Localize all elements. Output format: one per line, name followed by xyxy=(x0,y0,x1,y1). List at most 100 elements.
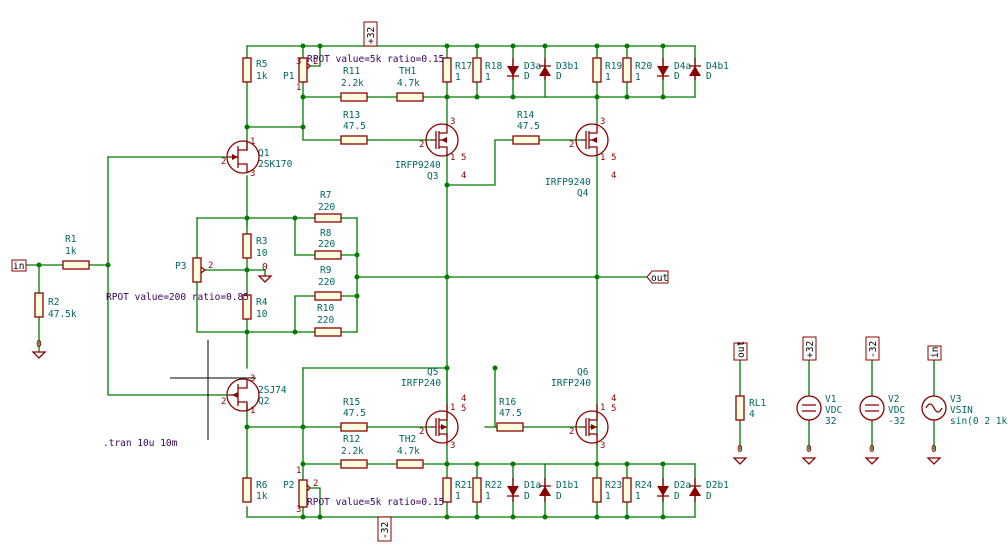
svg-text:R23: R23 xyxy=(605,480,622,491)
sim-directive[interactable]: .tran 10u 10m xyxy=(103,438,178,449)
diode-D4a[interactable]: D4a D xyxy=(657,58,691,82)
resistor-R21[interactable]: R21 1 xyxy=(442,477,472,503)
mosfet-Q6[interactable]: 2 1 3 4 5 Q6 IRFP240 xyxy=(551,367,616,451)
svg-text:R3: R3 xyxy=(256,236,267,247)
svg-text:5: 5 xyxy=(611,404,616,414)
resistor-R16[interactable]: R16 47.5 xyxy=(496,397,524,432)
svg-text:R13: R13 xyxy=(343,110,360,121)
net-label-pos-rail-v1[interactable]: +32 xyxy=(802,336,817,361)
svg-text:V1: V1 xyxy=(825,394,837,405)
svg-text:D: D xyxy=(706,71,712,82)
mosfet-Q5[interactable]: 2 1 3 4 5 Q5 IRFP240 xyxy=(401,367,466,451)
potentiometer-P1[interactable]: P1 3 2 1 RPOT value=5k ratio=0.15 xyxy=(283,54,444,93)
thermistor-TH2[interactable]: TH2 4.7k xyxy=(396,434,424,469)
net-label-neg-rail-bottom[interactable]: -32 xyxy=(377,516,392,542)
svg-text:4: 4 xyxy=(611,394,616,404)
svg-text:0: 0 xyxy=(806,444,812,455)
resistor-R10[interactable]: R10 220 xyxy=(314,303,342,337)
svg-text:out: out xyxy=(651,273,668,284)
net-label-pos-rail-top[interactable]: +32 xyxy=(363,21,378,47)
mosfet-Q3[interactable]: 2 3 1 5 4 IRFP9240 Q3 xyxy=(395,117,466,182)
resistor-R19[interactable]: R19 1 xyxy=(592,57,622,83)
resistor-R5[interactable]: R5 1k xyxy=(242,57,268,83)
svg-text:0: 0 xyxy=(737,444,743,455)
net-label-neg-rail-v2[interactable]: -32 xyxy=(865,336,880,361)
svg-text:1k: 1k xyxy=(256,491,268,502)
resistor-R20[interactable]: R20 1 xyxy=(622,57,652,83)
resistor-R2[interactable]: R2 47.5k xyxy=(34,292,77,320)
svg-text:IRFP9240: IRFP9240 xyxy=(545,177,591,188)
svg-text:0: 0 xyxy=(931,444,937,455)
diode-D2b1[interactable]: D2b1 D xyxy=(689,478,729,502)
svg-text:3: 3 xyxy=(250,374,255,384)
svg-text:1k: 1k xyxy=(256,71,268,82)
resistor-R18[interactable]: R18 1 xyxy=(472,57,502,83)
ground-symbol-v2: 0 xyxy=(864,444,880,465)
svg-text:R7: R7 xyxy=(320,190,331,201)
diode-D1a[interactable]: D1a D xyxy=(507,478,541,502)
resistor-R3[interactable]: R3 10 xyxy=(242,233,268,259)
diode-D3b1[interactable]: D3b1 D xyxy=(539,58,579,82)
svg-text:47.5: 47.5 xyxy=(499,408,522,419)
resistor-RL1[interactable]: RL1 4 xyxy=(735,395,766,421)
jfet-Q2[interactable]: 2 3 1 2SJ74 Q2 xyxy=(170,340,287,440)
svg-text:in: in xyxy=(13,261,24,272)
svg-text:RPOT value=200 ratio=0.85: RPOT value=200 ratio=0.85 xyxy=(106,292,249,303)
svg-text:1: 1 xyxy=(455,491,461,502)
diode-D2a[interactable]: D2a D xyxy=(657,478,691,502)
svg-text:1: 1 xyxy=(635,72,641,83)
mosfet-Q4[interactable]: 2 3 1 5 4 IRFP9240 Q4 xyxy=(545,117,616,199)
svg-text:3: 3 xyxy=(250,169,255,179)
resistor-R24[interactable]: R24 1 xyxy=(622,477,652,503)
svg-text:1: 1 xyxy=(600,153,605,163)
resistor-R14[interactable]: R14 47.5 xyxy=(512,110,540,145)
diode-D1b1[interactable]: D1b1 D xyxy=(539,478,579,502)
resistor-R6[interactable]: R6 1k xyxy=(242,477,268,503)
potentiometer-P2[interactable]: P2 1 2 3 RPOT value=5k ratio=0.15 xyxy=(283,466,444,515)
resistor-R8[interactable]: R8 220 xyxy=(314,228,342,260)
svg-text:3: 3 xyxy=(600,441,605,451)
svg-text:3: 3 xyxy=(450,117,455,127)
svg-text:1: 1 xyxy=(605,491,611,502)
ground-symbol-input: 0 xyxy=(31,339,47,359)
svg-text:Q5: Q5 xyxy=(427,367,438,378)
svg-text:4: 4 xyxy=(461,394,466,404)
resistor-R13[interactable]: R13 47.5 xyxy=(340,110,368,145)
resistor-R12[interactable]: R12 2.2k xyxy=(340,434,368,469)
resistor-R4[interactable]: R4 10 xyxy=(242,294,268,320)
svg-text:1: 1 xyxy=(605,72,611,83)
resistor-R9[interactable]: R9 220 xyxy=(314,265,342,301)
svg-text:R24: R24 xyxy=(635,480,652,491)
net-label-in[interactable]: in xyxy=(11,259,27,272)
svg-text:-32: -32 xyxy=(380,522,391,539)
resistor-R17[interactable]: R17 1 xyxy=(442,57,472,83)
svg-text:D: D xyxy=(556,491,562,502)
svg-text:2.2k: 2.2k xyxy=(341,446,364,457)
resistor-R11[interactable]: R11 2.2k xyxy=(340,66,368,102)
potentiometer-P3[interactable]: P3 2 RPOT value=200 ratio=0.85 xyxy=(106,257,249,303)
thermistor-TH1[interactable]: TH1 4.7k xyxy=(396,66,424,102)
net-label-out[interactable]: out xyxy=(646,270,669,284)
svg-text:3: 3 xyxy=(296,505,301,515)
dc-source-V2[interactable]: V2 VDC -32 xyxy=(859,394,905,427)
svg-text:D1b1: D1b1 xyxy=(556,480,579,491)
svg-text:V2: V2 xyxy=(888,394,899,405)
net-label-in-v3[interactable]: in xyxy=(927,345,942,361)
net-label-out-load[interactable]: out xyxy=(733,341,748,361)
svg-text:VDC: VDC xyxy=(825,405,842,416)
svg-text:R14: R14 xyxy=(517,110,534,121)
sine-source-V3[interactable]: V3 VSIN sin(0 2 1k) xyxy=(921,394,1008,427)
resistor-R22[interactable]: R22 1 xyxy=(472,477,502,503)
resistor-R15[interactable]: R15 47.5 xyxy=(340,397,368,432)
svg-text:1: 1 xyxy=(296,83,301,93)
jfet-Q1[interactable]: 2 1 3 Q1 2SK170 xyxy=(221,137,293,179)
diode-D4b1[interactable]: D4b1 D xyxy=(689,58,729,82)
dc-source-V1[interactable]: V1 VDC 32 xyxy=(796,394,842,427)
diode-D3a[interactable]: D3a D xyxy=(507,58,541,82)
resistor-R1[interactable]: R1 1k xyxy=(62,234,90,270)
resistor-R23[interactable]: R23 1 xyxy=(592,477,622,503)
resistor-R7[interactable]: R7 220 xyxy=(314,190,342,223)
svg-text:VDC: VDC xyxy=(888,405,905,416)
svg-text:1k: 1k xyxy=(65,246,77,257)
